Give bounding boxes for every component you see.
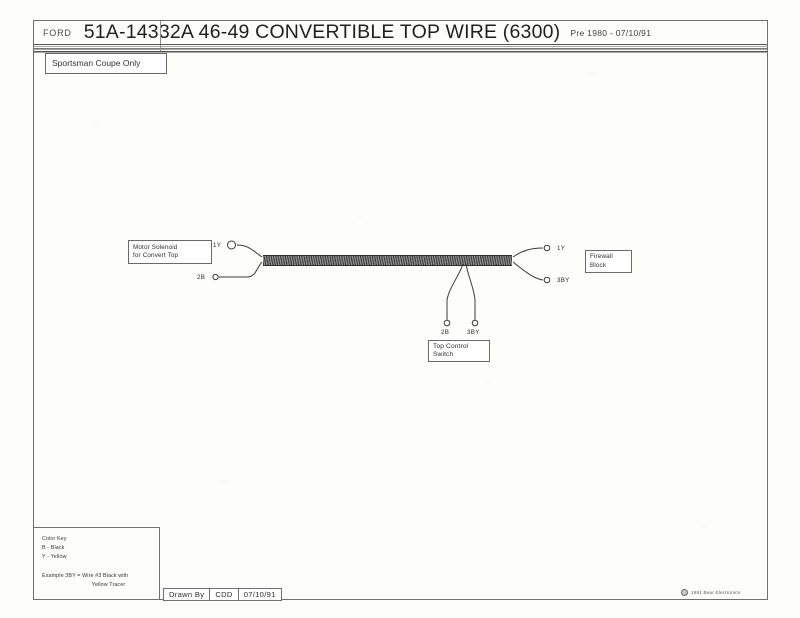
header-rule (34, 52, 767, 53)
wire-label-switch-2b: 2B (441, 329, 450, 336)
header-rule (34, 49, 767, 50)
title-block: Drawn By CDD 07/10/91 (163, 588, 282, 601)
wire-label-right-3by: 3BY (557, 277, 570, 284)
motor-solenoid-line2: for Convert Top (133, 252, 179, 259)
color-key-box: Color Key B - Black Y - Yellow Example 3… (34, 527, 160, 599)
copyright-text: 1991 Bear Electronics (691, 590, 741, 595)
header-rule (34, 46, 767, 47)
drawn-by-label: Drawn By (164, 589, 211, 600)
header-rule (34, 50, 767, 52)
color-key-example-line2: Yellow Tracer (91, 581, 126, 588)
color-key-entry-y: Y - Yellow (42, 553, 67, 560)
diagram-header: FORD 51A-14332A 46-49 CONVERTIBLE TOP WI… (34, 21, 767, 44)
firewall-block-box: Firewall Block (585, 250, 632, 273)
motor-solenoid-box: Motor Solenoid for Convert Top (128, 240, 212, 264)
top-control-switch-box: Top Control Switch (428, 340, 490, 362)
brand-label: FORD (43, 27, 72, 38)
drawn-by-initials: CDD (210, 589, 239, 600)
title-suffix: Pre 1980 - 07/10/91 (570, 27, 652, 38)
color-key-example: Example 3BY = Wire #3 Black with Yellow … (42, 572, 159, 589)
header-rule (34, 47, 767, 49)
subtitle-text: Sportsman Coupe Only (52, 58, 141, 69)
top-control-switch-line1: Top Control (433, 342, 469, 350)
page-title: 51A-14332A 46-49 CONVERTIBLE TOP WIRE (6… (83, 21, 561, 43)
wire-label-switch-3by: 3BY (467, 329, 480, 336)
copyright-notice: 1991 Bear Electronics (681, 589, 740, 596)
wire-label-right-1y: 1Y (557, 245, 566, 252)
wire-label-left-1y: 1Y (213, 242, 222, 249)
motor-solenoid-line1: Motor Solenoid (133, 243, 178, 251)
drawing-frame (33, 20, 768, 600)
color-key-example-line1: Example 3BY = Wire #3 Black with (42, 573, 129, 580)
header-divider (160, 21, 161, 51)
firewall-block-line2: Block (590, 261, 607, 269)
header-rule (34, 44, 767, 45)
wire-label-left-2b: 2B (197, 274, 206, 281)
top-control-switch-line2: Switch (433, 351, 454, 358)
color-key-entry-b: B - Black (42, 545, 65, 552)
wire-harness-bundle (263, 255, 512, 266)
drawn-by-date: 07/10/91 (243, 590, 276, 599)
firewall-block-line1: Firewall (590, 253, 613, 261)
color-key-title: Color Key (42, 536, 67, 542)
subtitle-box: Sportsman Coupe Only (45, 53, 167, 74)
copyright-icon (681, 589, 688, 596)
